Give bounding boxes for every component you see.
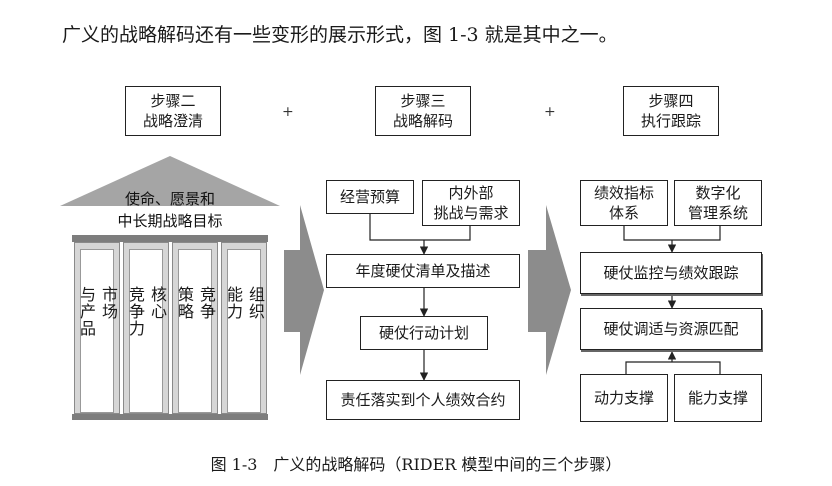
- connector-budget-merge: [369, 214, 471, 241]
- pillar-market-col2: 与产品: [77, 286, 96, 337]
- digital-box: 数字化 管理系统: [674, 180, 762, 226]
- monitor-box: 硬仗监控与绩效跟踪: [580, 252, 762, 294]
- step-two-line1: 步骤二: [150, 92, 196, 110]
- step-four-box: 步骤四 执行跟踪: [623, 86, 719, 136]
- action-plan-box: 硬仗行动计划: [360, 316, 488, 350]
- capability-box: 能力支撑: [674, 374, 762, 422]
- plus-sign-1: +: [282, 104, 294, 120]
- connector-support-merge: [625, 361, 721, 374]
- pillar-strategy: 竞争 策略: [172, 242, 218, 414]
- responsibility-box: 责任落实到个人绩效合约: [326, 380, 520, 420]
- pillar-strategy-col2: 策略: [175, 286, 194, 320]
- digital-line1: 数字化: [695, 184, 741, 202]
- challenge-box: 内外部 挑战与需求: [422, 180, 520, 226]
- kpi-box: 绩效指标 体系: [580, 180, 668, 226]
- challenge-line1: 内外部: [448, 184, 494, 202]
- step-two-line2: 战略澄清: [142, 112, 203, 130]
- budget-box: 经营预算: [326, 180, 414, 214]
- pillar-core-col2: 竞争力: [126, 286, 145, 337]
- step-three-line2: 战略解码: [392, 112, 453, 130]
- roof-base-bar: [72, 235, 268, 242]
- figure-caption: 图 1-3 广义的战略解码（RIDER 模型中间的三个步骤）: [210, 455, 622, 474]
- step-four-line1: 步骤四: [648, 92, 694, 110]
- roof-line2: 中长期战略目标: [117, 212, 223, 230]
- pillar-market: 市场 与产品: [74, 242, 120, 414]
- roof-line1: 使命、愿景和: [124, 190, 215, 208]
- pillar-org: 组织 能力: [221, 242, 267, 414]
- intro-text: 广义的战略解码还有一些变形的展示形式，图 1-3 就是其中之一。: [62, 24, 618, 46]
- pillar-org-col2: 能力: [224, 286, 243, 320]
- transition-arrow-1: [284, 205, 324, 375]
- transition-arrow-2: [528, 205, 571, 375]
- pillar-core: 核心 竞争力: [123, 242, 169, 414]
- adjust-box: 硬仗调适与资源匹配: [580, 308, 762, 350]
- step-three-line1: 步骤三: [400, 92, 446, 110]
- step-two-box: 步骤二 战略澄清: [125, 86, 221, 136]
- pillar-strategy-col1: 竞争: [197, 286, 216, 320]
- pillar-core-col1: 核心: [148, 286, 167, 320]
- kpi-line2: 体系: [608, 204, 639, 222]
- motivation-box: 动力支撑: [580, 374, 668, 422]
- challenge-line2: 挑战与需求: [433, 204, 509, 222]
- hard-list-box: 年度硬仗清单及描述: [326, 254, 520, 288]
- step-three-box: 步骤三 战略解码: [375, 86, 471, 136]
- house-base-bar: [72, 414, 268, 420]
- kpi-line1: 绩效指标: [593, 184, 654, 202]
- pillar-market-col1: 市场: [99, 286, 118, 320]
- step-four-line2: 执行跟踪: [640, 112, 701, 130]
- pillar-org-col1: 组织: [246, 286, 265, 320]
- plus-sign-2: +: [544, 104, 556, 120]
- house-roof: [60, 156, 280, 206]
- roof-label: 使命、愿景和 中长期战略目标: [60, 188, 280, 232]
- digital-line2: 管理系统: [687, 204, 748, 222]
